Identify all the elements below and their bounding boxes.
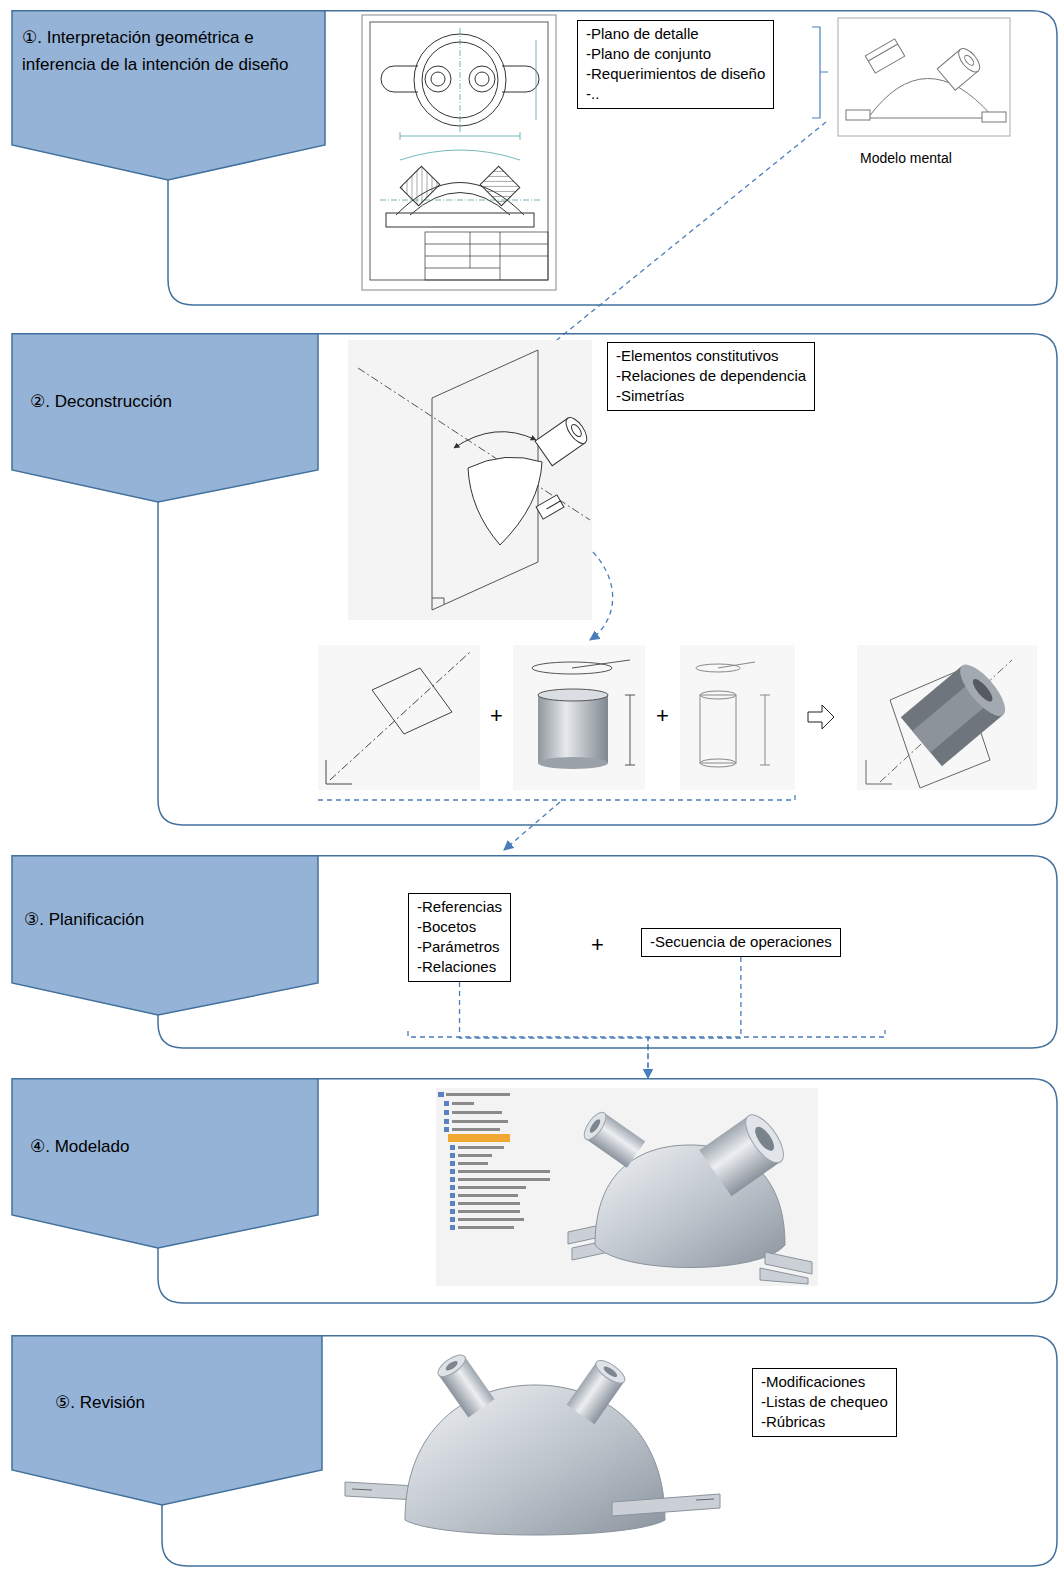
text-box: -Referencias-Bocetos-Parámetros-Relacion… [408,893,511,982]
stage-title: ⑤. Revisión [55,1389,312,1416]
list-item: -Relaciones [417,957,502,977]
flow-arrow [504,802,560,850]
plus-sign: + [591,932,604,958]
stage-title: ③. Planificación [24,906,308,933]
panel-outline [10,1335,1058,1567]
stage-panel: ③. Planificación -Referencias-Bocetos-Par… [10,855,1058,1049]
stage-tab [12,1079,318,1248]
panel-outline [10,1078,1058,1304]
stage-panel: ②. Deconstrucción -Elementos constitutivo… [10,333,1058,826]
cad-model [436,1088,818,1286]
revised-model [345,1351,720,1535]
list-item: -Secuencia de operaciones [650,932,832,952]
flow-connector [648,957,741,1078]
list-item: -Referencias [417,897,502,917]
stage-tab [12,1336,322,1505]
list-item: -Rúbricas [761,1412,888,1432]
text-box: -Secuencia de operaciones [641,928,841,957]
bracket [812,27,828,118]
stage-title: ④. Modelado [30,1133,308,1160]
stage-tab [12,11,325,180]
bracket [318,792,795,800]
bracket [408,1030,885,1037]
list-item: -Parámetros [417,937,502,957]
list-item: -Plano de conjunto [586,44,765,64]
caption-label: Modelo mental [860,150,952,166]
stage-title: ②. Deconstrucción [30,388,308,415]
list-item: -Relaciones de dependencia [616,366,806,386]
deconstruction-sketch [348,340,592,620]
flow-connector [460,982,648,1078]
stage-title: ①. Interpretación geométrica e inferenci… [22,24,315,78]
list-item: -Plano de detalle [586,24,765,44]
panel-outline [10,855,1058,1049]
flow-arrow [542,122,826,352]
list-item: -Modificaciones [761,1372,888,1392]
component-row [318,645,1037,790]
plus-sign: + [490,703,503,729]
plus-sign: + [656,703,669,729]
list-item: -Requerimientos de diseño [586,64,765,84]
list-item: -.. [586,84,765,104]
stage-tab [12,334,318,502]
text-box: -Plano de detalle-Plano de conjunto-Requ… [577,20,774,109]
stage-tab [12,856,318,1015]
stage-panel: ④. Modelado [10,1078,1058,1304]
flow-arrow [590,552,613,640]
list-item: -Bocetos [417,917,502,937]
list-item: -Simetrías [616,386,806,406]
list-item: -Elementos constitutivos [616,346,806,366]
list-item: -Listas de chequeo [761,1392,888,1412]
text-box: -Modificaciones-Listas de chequeo-Rúbric… [752,1368,897,1437]
stage-panel: ⑤. Revisión -Modificaciones-Listas de che… [10,1335,1058,1567]
text-box: -Elementos constitutivos-Relaciones de d… [607,342,815,411]
mental-model-sketch [838,18,1010,136]
detail-drawing [362,15,556,290]
